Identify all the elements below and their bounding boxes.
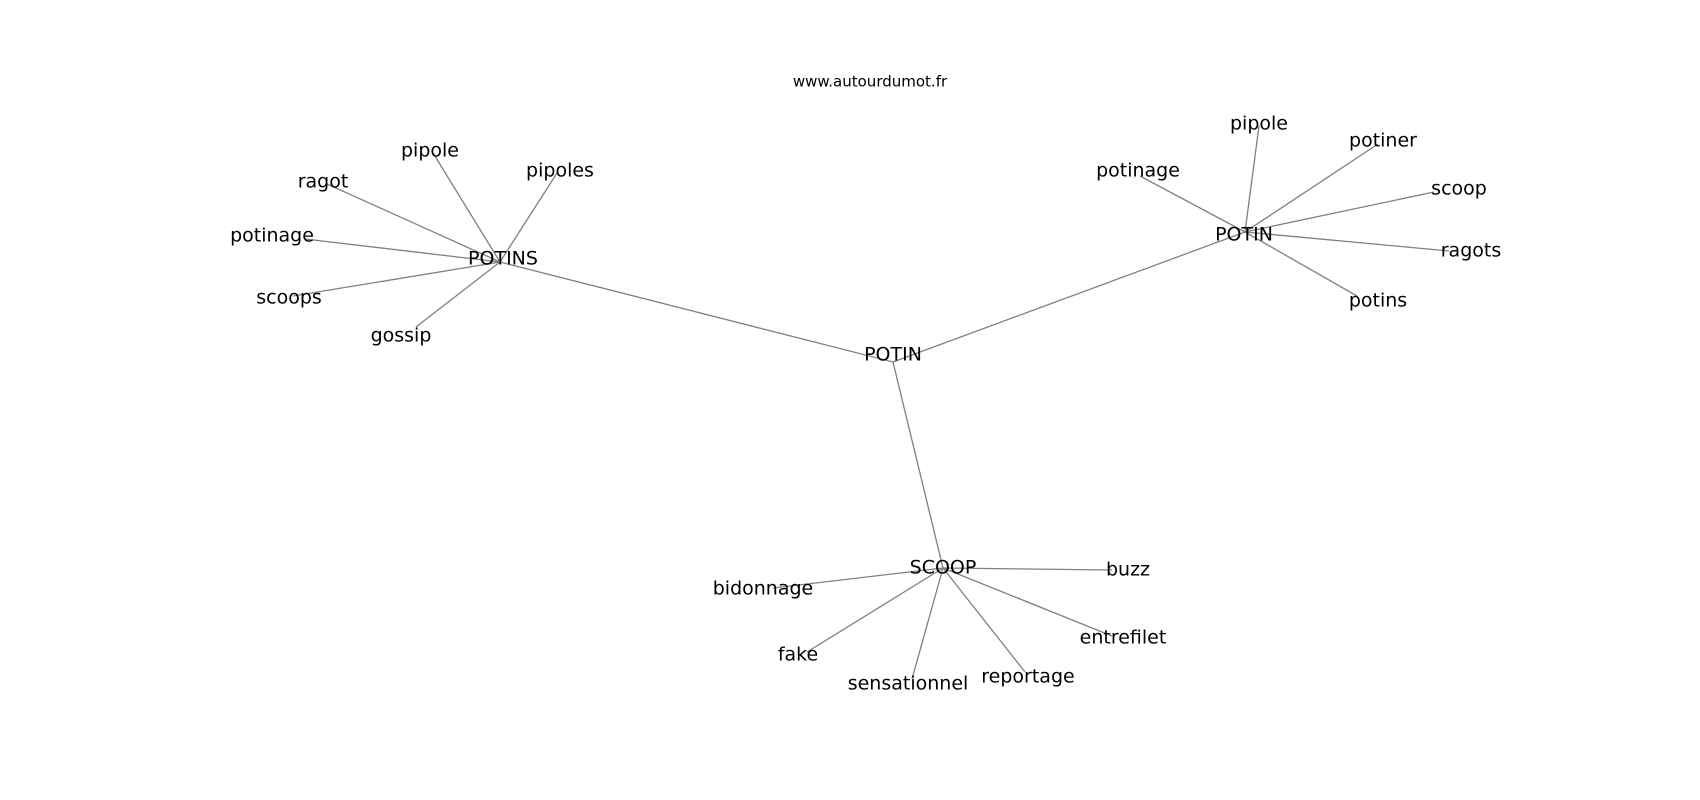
edge-hub-to-leaf [292,261,501,297]
leaf-node[interactable]: pipole [401,140,459,162]
leaf-node[interactable]: potiner [1349,130,1417,152]
leaf-node[interactable]: pipole [1230,113,1288,135]
edge-hub-to-leaf [911,567,944,680]
edge-hub-to-leaf [1244,125,1260,233]
watermark-text: www.autourdumot.fr [793,73,948,91]
edge-hub-to-leaf [432,152,501,263]
edge-hub-to-leaf [1244,143,1379,233]
leaf-node[interactable]: entrefilet [1080,627,1167,649]
edge-hub-to-leaf [942,567,1113,637]
graph-edges [292,125,1450,680]
leaf-node[interactable]: potins [1349,290,1407,312]
leaf-node[interactable]: gossip [371,325,432,347]
edge-hub-to-leaf [942,567,1113,571]
edge-hub-to-leaf [304,238,501,263]
hub-node[interactable]: POTIN [1215,224,1273,246]
edge-hub-to-leaf [806,567,944,653]
leaf-node[interactable]: sensationnel [848,673,969,695]
edge-hub-to-leaf [1244,231,1358,297]
edge-center-to-hub [892,361,944,569]
edge-hub-to-leaf [942,567,1026,673]
edge-center-to-hub [499,261,894,363]
hub-node[interactable]: POTINS [468,248,538,270]
leaf-node[interactable]: pipoles [526,160,594,182]
leaf-node[interactable]: potinage [230,225,314,247]
edge-hub-to-leaf [1139,175,1246,233]
leaf-node[interactable]: scoop [1431,178,1487,200]
leaf-node[interactable]: ragots [1441,240,1502,262]
edge-center-to-hub [892,231,1246,363]
leaf-node[interactable]: reportage [981,666,1074,688]
leaf-node[interactable]: scoops [256,287,322,309]
graph-nodes: POTIN POTINS pipole ragot pipoles potinage sco… [230,113,1501,695]
center-node[interactable]: POTIN [864,344,922,366]
edge-hub-to-leaf [1244,231,1450,252]
edge-hub-to-leaf [772,567,944,589]
leaf-node[interactable]: potinage [1096,160,1180,182]
edge-hub-to-leaf [1244,191,1435,233]
leaf-node[interactable]: fake [778,644,818,666]
leaf-node[interactable]: buzz [1106,559,1150,581]
edge-hub-to-leaf [499,172,558,263]
leaf-node[interactable]: bidonnage [713,578,814,600]
hub-node[interactable]: SCOOP [910,557,977,579]
edge-hub-to-leaf [326,183,501,263]
edge-hub-to-leaf [415,261,501,328]
leaf-node[interactable]: ragot [298,171,349,193]
